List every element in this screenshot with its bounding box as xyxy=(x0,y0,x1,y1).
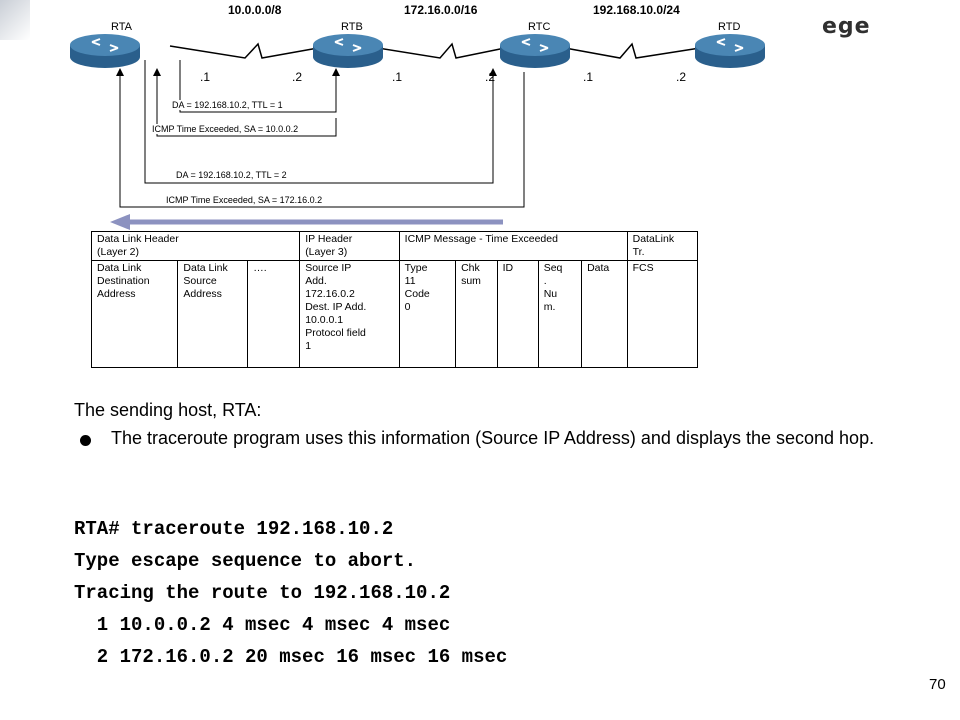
frame-cell-fcs: FCS xyxy=(626,260,699,368)
router-rtc-icon xyxy=(500,34,570,68)
packet-label-reply1: ICMP Time Exceeded, SA = 10.0.0.2 xyxy=(151,124,300,134)
router-rtb-icon xyxy=(313,34,383,68)
frame-cell-id: ID xyxy=(496,260,539,368)
router-label-rtc: RTC xyxy=(528,21,551,33)
router-label-rtd: RTD xyxy=(718,21,741,33)
trace-reply-ttl1 xyxy=(153,68,337,137)
router-rta-icon xyxy=(70,34,140,68)
trace-path-ttl2 xyxy=(144,60,497,184)
bullet-text: The traceroute program uses this informa… xyxy=(111,428,875,448)
packet-label-ttl1: DA = 192.168.10.2, TTL = 1 xyxy=(171,100,284,110)
logo-swirl xyxy=(0,0,30,40)
trace-path-ttl1 xyxy=(179,60,340,113)
serial-link-rta-rtb xyxy=(169,42,319,59)
router-label-rta: RTA xyxy=(111,21,132,33)
logo-text: ege xyxy=(822,14,871,39)
frame-header-datalink: Data Link Header (Layer 2) xyxy=(90,231,301,261)
serial-link-rtc-rtd xyxy=(564,42,701,59)
interface-label: .1 xyxy=(392,70,403,84)
frame-header-icmp: ICMP Message - Time Exceeded xyxy=(398,231,628,261)
bullet-icon xyxy=(80,435,91,446)
interface-label: .1 xyxy=(583,70,594,84)
network-label-3: 192.168.10.0/24 xyxy=(593,3,680,17)
router-label-rtb: RTB xyxy=(341,21,363,33)
return-arrow-head xyxy=(110,214,130,230)
page-number: 70 xyxy=(929,676,946,693)
console-line: 2 172.16.0.2 20 msec 16 msec 16 msec xyxy=(74,646,508,668)
frame-cell-checksum: Chk sum xyxy=(455,260,498,368)
packet-label-ttl2: DA = 192.168.10.2, TTL = 2 xyxy=(175,170,288,180)
network-label-1: 10.0.0.0/8 xyxy=(228,3,282,17)
icmp-frame-table: Data Link Header (Layer 2) IP Header (La… xyxy=(90,231,699,368)
network-label-2: 172.16.0.0/16 xyxy=(404,3,478,17)
intro-text: The sending host, RTA: xyxy=(74,400,262,420)
interface-label: .2 xyxy=(292,70,303,84)
console-line: Tracing the route to 192.168.10.2 xyxy=(74,582,451,604)
interface-label: .2 xyxy=(676,70,687,84)
trace-reply-ttl2 xyxy=(116,68,525,208)
frame-cell-ip-header: Source IP Add. 172.16.0.2 Dest. IP Add. … xyxy=(299,260,400,368)
console-line: RTA# traceroute 192.168.10.2 xyxy=(74,518,394,540)
frame-cell-dl-src: Data Link Source Address xyxy=(177,260,249,368)
frame-header-ip: IP Header (Layer 3) xyxy=(299,231,400,261)
frame-cell-dl-dest: Data Link Destination Address xyxy=(90,260,179,368)
console-line: 1 10.0.0.2 4 msec 4 msec 4 msec xyxy=(74,614,451,636)
frame-cell-data: Data xyxy=(581,260,628,368)
frame-cell-ellipsis: …. xyxy=(247,260,301,368)
interface-label: .1 xyxy=(200,70,211,84)
console-line: Type escape sequence to abort. xyxy=(74,550,417,572)
network-diagram xyxy=(70,34,765,230)
packet-label-reply2: ICMP Time Exceeded, SA = 172.16.0.2 xyxy=(165,195,324,205)
router-rtd-icon xyxy=(695,34,765,68)
interface-label: .2 xyxy=(485,70,496,84)
frame-cell-seq: Seq . Nu m. xyxy=(537,260,583,368)
frame-cell-type-code: Type 11 Code 0 xyxy=(398,260,457,368)
serial-link-rtb-rtc xyxy=(377,42,506,59)
frame-header-trailer: DataLink Tr. xyxy=(626,231,699,261)
